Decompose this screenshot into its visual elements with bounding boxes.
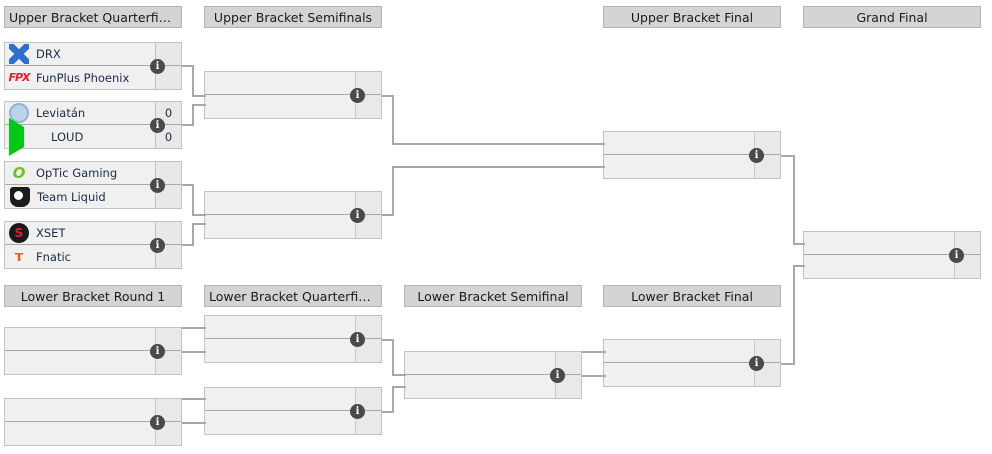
team-entry: O OpTic Gaming [5, 163, 155, 183]
info-icon[interactable]: i [150, 414, 165, 430]
bracket-connector [182, 398, 206, 400]
bracket-connector [793, 265, 795, 364]
loud-logo [9, 118, 44, 156]
match-box[interactable]: i [4, 398, 182, 446]
match-box[interactable]: i [404, 351, 582, 399]
team-name: Fnatic [36, 249, 71, 264]
bracket-connector [392, 166, 605, 168]
team-name: LOUD [51, 129, 84, 144]
round-header[interactable]: Lower Bracket Final [603, 285, 781, 307]
match-box[interactable]: S XSET ᴛ Fnatic i [4, 221, 182, 269]
team-entry: LOUD [5, 117, 155, 156]
bracket-connector [182, 244, 194, 246]
info-icon[interactable]: i [749, 147, 764, 163]
fpx-logo: FPX [8, 71, 30, 84]
round-header[interactable]: Lower Bracket Quarterfin… [204, 285, 382, 307]
bracket-connector [793, 155, 795, 245]
bracket-connector [392, 95, 394, 145]
bracket-connector [392, 143, 605, 145]
info-icon[interactable]: i [350, 331, 365, 347]
team-entry: S XSET [5, 223, 155, 243]
round-header[interactable]: Grand Final [803, 6, 981, 28]
bracket-connector [793, 243, 805, 245]
bracket-connector [192, 224, 194, 245]
liquid-logo [10, 186, 30, 207]
round-header[interactable]: Upper Bracket Quarterfin… [4, 6, 182, 28]
round-header[interactable]: Lower Bracket Semifinal [404, 285, 582, 307]
bracket-connector [182, 351, 206, 353]
team-entry: ᴛ Fnatic [5, 247, 155, 267]
bracket-connector [192, 65, 194, 96]
info-icon[interactable]: i [350, 403, 365, 419]
bracket-connector [182, 65, 194, 67]
match-box[interactable]: i [603, 339, 781, 387]
fnatic-logo: ᴛ [14, 248, 24, 265]
bracket-connector [192, 214, 206, 216]
bracket-connector [192, 95, 206, 97]
round-header[interactable]: Upper Bracket Final [603, 6, 781, 28]
optic-logo: O [12, 164, 26, 182]
bracket-connector [392, 166, 394, 216]
bracket-connector [182, 422, 206, 424]
info-icon[interactable]: i [350, 207, 365, 223]
info-icon[interactable]: i [150, 237, 165, 253]
info-icon[interactable]: i [350, 87, 365, 103]
team-name: FunPlus Phoenix [36, 70, 130, 85]
bracket-connector [182, 124, 194, 126]
bracket-connector [582, 351, 606, 353]
info-icon[interactable]: i [550, 367, 565, 383]
bracket-connector [582, 375, 606, 377]
team-name: Team Liquid [37, 189, 106, 204]
bracket-connector [192, 105, 194, 126]
round-header[interactable]: Lower Bracket Round 1 [4, 285, 182, 307]
match-box[interactable]: i [803, 231, 981, 279]
match-box[interactable]: DRX FPX FunPlus Phoenix i [4, 42, 182, 90]
team-entry: DRX [5, 44, 155, 64]
info-icon[interactable]: i [150, 58, 165, 74]
drx-logo [9, 44, 29, 64]
bracket-connector [382, 339, 394, 341]
bracket-connector [793, 265, 805, 267]
bracket-connector [781, 155, 795, 157]
match-box[interactable]: i [4, 327, 182, 375]
match-box[interactable]: i [603, 131, 781, 179]
round-header[interactable]: Upper Bracket Semifinals [204, 6, 382, 28]
match-box[interactable]: i [204, 387, 382, 435]
bracket-connector [192, 223, 206, 225]
info-icon[interactable]: i [949, 247, 964, 263]
team-entry: FPX FunPlus Phoenix [5, 68, 155, 88]
team-name: OpTic Gaming [36, 166, 118, 180]
bracket-connector [182, 327, 206, 329]
info-icon[interactable]: i [150, 177, 165, 193]
bracket-connector [192, 104, 206, 106]
bracket-connector [392, 386, 394, 412]
bracket-connector [182, 184, 194, 186]
bracket-connector [382, 411, 394, 413]
match-box[interactable]: i [204, 315, 382, 363]
bracket-connector [382, 95, 394, 97]
info-icon[interactable]: i [150, 343, 165, 359]
bracket-connector [392, 339, 394, 376]
match-box[interactable]: i [204, 191, 382, 239]
bracket-connector [192, 184, 194, 215]
xset-logo: S [9, 223, 29, 243]
team-name: DRX [36, 47, 61, 61]
match-box[interactable]: i [204, 71, 382, 119]
info-icon[interactable]: i [150, 117, 165, 133]
bracket-connector [781, 363, 795, 365]
bracket-connector [392, 386, 406, 388]
bracket-connector [382, 214, 394, 216]
info-icon[interactable]: i [749, 355, 764, 371]
bracket-connector [392, 374, 406, 376]
team-entry: Team Liquid [5, 186, 155, 207]
team-name: XSET [36, 226, 66, 240]
